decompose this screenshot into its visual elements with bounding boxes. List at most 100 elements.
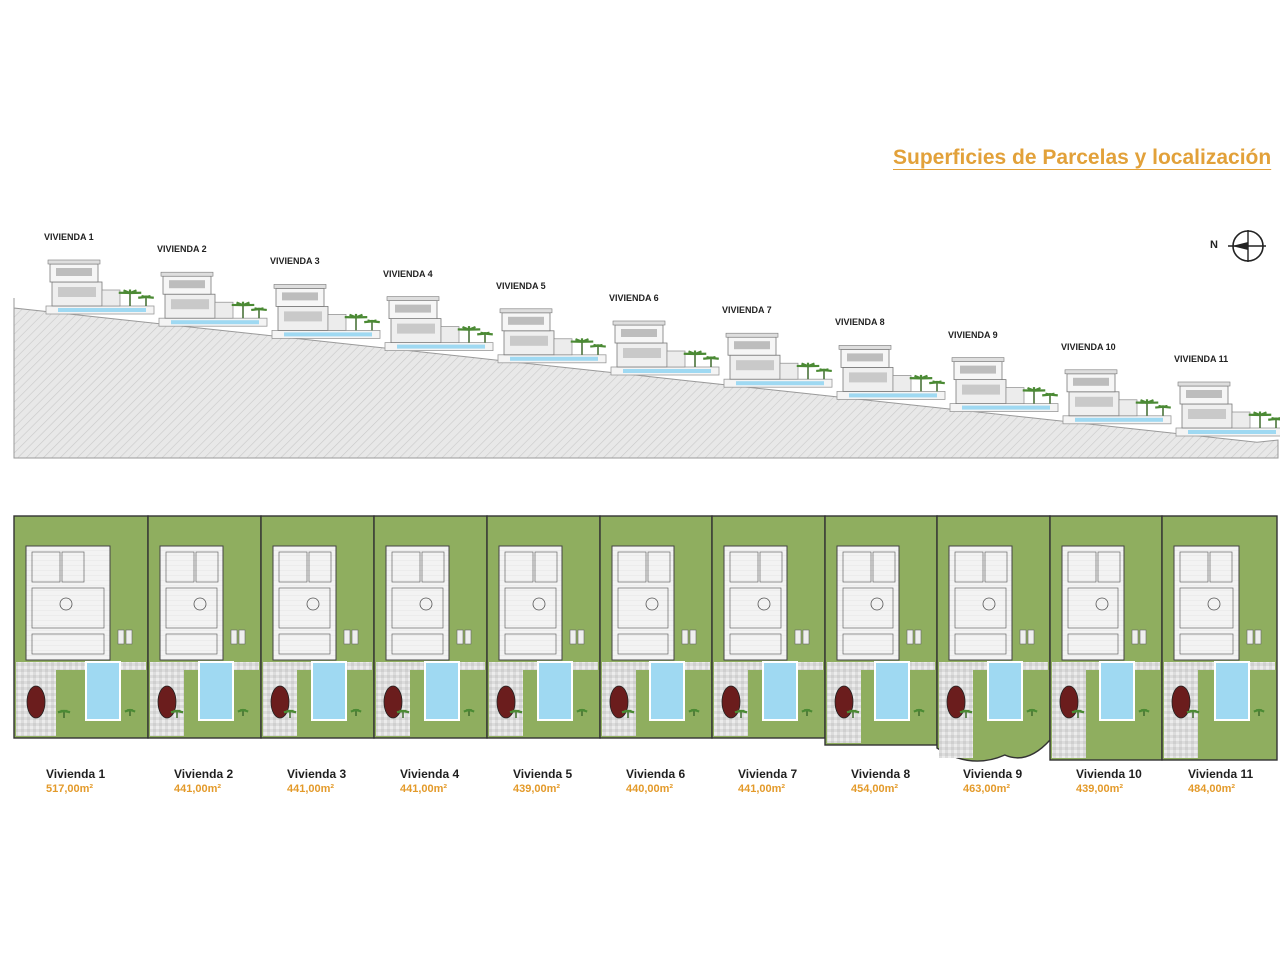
plot-name-5: Vivienda 5 bbox=[513, 767, 573, 781]
elevation-label-4: VIVIENDA 4 bbox=[383, 268, 433, 279]
dining-table bbox=[1095, 597, 1109, 611]
room-living bbox=[391, 587, 444, 629]
car bbox=[26, 685, 46, 719]
side-volume bbox=[214, 301, 234, 319]
elevation-house-10 bbox=[1062, 369, 1172, 425]
terrace bbox=[391, 633, 444, 655]
car bbox=[721, 685, 741, 719]
palm-frond bbox=[289, 709, 297, 714]
car bbox=[834, 685, 854, 719]
upper-glazing bbox=[734, 341, 770, 350]
house-floorplan bbox=[1061, 545, 1125, 661]
car bbox=[383, 685, 403, 719]
room-living bbox=[31, 587, 105, 629]
elevation-label-7: VIVIENDA 7 bbox=[722, 305, 772, 316]
plot-area-7: 441,00m² bbox=[738, 783, 786, 795]
plot-8 bbox=[824, 515, 938, 746]
elevation-house-3 bbox=[271, 284, 381, 339]
room-living bbox=[504, 587, 557, 629]
roof-slab bbox=[386, 296, 440, 301]
palm-frond bbox=[852, 709, 860, 714]
house-floorplan bbox=[272, 545, 337, 661]
room-living bbox=[1179, 587, 1234, 629]
terrace bbox=[504, 633, 557, 655]
palm-frond bbox=[468, 708, 475, 713]
side-volume bbox=[553, 338, 573, 356]
palm-frond bbox=[355, 708, 362, 713]
room-living bbox=[617, 587, 669, 629]
lower-glazing bbox=[284, 311, 322, 322]
roof-slab bbox=[951, 357, 1005, 362]
side-volume bbox=[440, 326, 460, 343]
plot-2 bbox=[147, 515, 262, 739]
elevation-house-4 bbox=[384, 296, 494, 352]
car bbox=[1059, 685, 1079, 719]
plot-name-11: Vivienda 11 bbox=[1188, 767, 1254, 781]
north-arrow: N bbox=[1210, 229, 1270, 263]
elevation-label-8: VIVIENDA 8 bbox=[835, 317, 885, 328]
house-floorplan bbox=[1173, 545, 1240, 661]
house-floorplan bbox=[385, 545, 450, 661]
sun-lounger bbox=[1139, 629, 1147, 645]
pool bbox=[874, 661, 910, 721]
sun-lounger bbox=[681, 629, 689, 645]
palm-frond bbox=[806, 708, 813, 713]
pool bbox=[1214, 661, 1250, 721]
plot-1 bbox=[13, 515, 149, 739]
page-title: Superficies de Parcelas y localización bbox=[893, 146, 1272, 169]
car bbox=[270, 685, 290, 719]
dining-table bbox=[59, 597, 73, 611]
room-kitchen bbox=[1067, 551, 1097, 583]
upper-glazing bbox=[169, 280, 205, 289]
sun-lounger bbox=[1254, 629, 1262, 645]
dining-table bbox=[419, 597, 433, 611]
room-bath bbox=[61, 551, 85, 583]
elevation-house-1 bbox=[45, 259, 155, 315]
plot-3 bbox=[260, 515, 375, 739]
palm-frond bbox=[484, 332, 493, 336]
plot-area-11: 484,00m² bbox=[1188, 783, 1236, 795]
room-living bbox=[278, 587, 331, 629]
sun-lounger bbox=[117, 629, 125, 645]
lower-glazing bbox=[397, 323, 435, 334]
room-kitchen bbox=[165, 551, 195, 583]
palm-frond bbox=[936, 381, 945, 385]
palm-frond bbox=[515, 709, 523, 714]
palm-frond bbox=[1162, 405, 1171, 409]
pool-edge bbox=[58, 308, 146, 312]
plot-name-4: Vivienda 4 bbox=[400, 767, 460, 781]
side-volume bbox=[1231, 411, 1251, 429]
dining-table bbox=[645, 597, 659, 611]
terrace bbox=[617, 633, 669, 655]
plot-6 bbox=[599, 515, 713, 739]
palm-frond bbox=[693, 708, 700, 713]
dining-table bbox=[757, 597, 771, 611]
upper-glazing bbox=[960, 365, 996, 374]
room-kitchen bbox=[842, 551, 872, 583]
plot-11 bbox=[1161, 515, 1278, 761]
room-living bbox=[1067, 587, 1119, 629]
plot-area-1: 517,00m² bbox=[46, 783, 94, 795]
room-bath bbox=[534, 551, 558, 583]
house-floorplan bbox=[25, 545, 111, 661]
pool bbox=[1099, 661, 1135, 721]
plot-name-2: Vivienda 2 bbox=[174, 767, 234, 781]
elevation-label-2: VIVIENDA 2 bbox=[157, 244, 207, 255]
palm-frond bbox=[63, 709, 71, 714]
room-living bbox=[954, 587, 1007, 629]
terrace bbox=[954, 633, 1007, 655]
terrace bbox=[31, 633, 105, 655]
roof-slab bbox=[47, 259, 101, 265]
pool bbox=[85, 661, 121, 721]
lower-glazing bbox=[962, 384, 1000, 395]
car bbox=[609, 685, 629, 719]
room-bath bbox=[195, 551, 219, 583]
plot-name-7: Vivienda 7 bbox=[738, 767, 798, 781]
elevation-house-2 bbox=[158, 271, 268, 327]
palm-frond bbox=[129, 708, 136, 713]
lower-glazing bbox=[510, 335, 548, 346]
elevation-house-6 bbox=[610, 320, 720, 376]
pool bbox=[762, 661, 798, 721]
terrain-section bbox=[13, 298, 1279, 459]
